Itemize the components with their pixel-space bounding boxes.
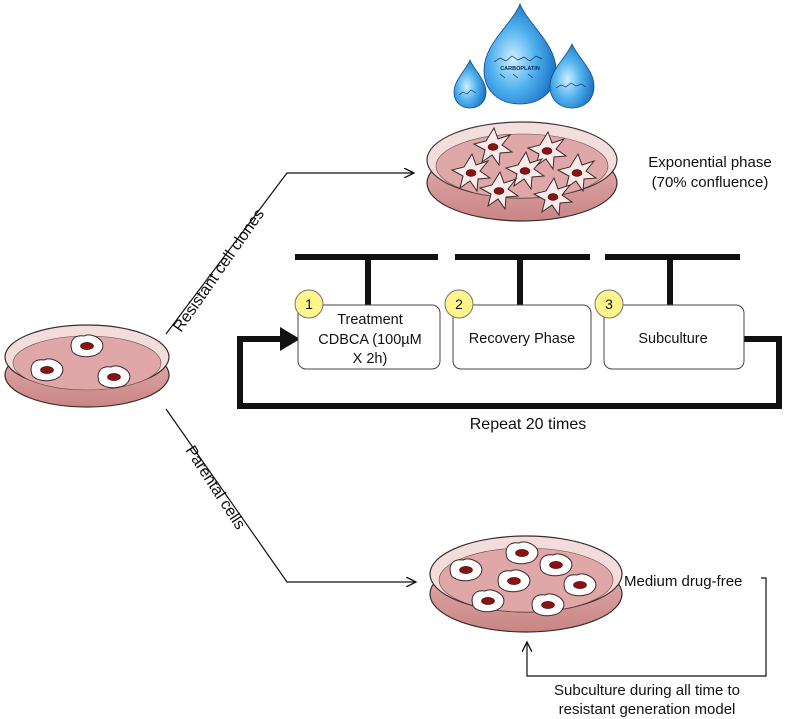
subculture-note-2: resistant generation model: [559, 701, 736, 718]
step-1-number: 1: [305, 296, 313, 312]
repeat-label: Repeat 20 times: [470, 416, 587, 433]
step-2-label: Recovery Phase: [469, 331, 575, 347]
step-3-badge: [594, 289, 624, 319]
step-1-line-2: CDBCA (100µM: [318, 332, 421, 348]
step-1: Treatment CDBCA (100µM X 2h) 1: [294, 289, 441, 370]
left-petri-dish: [4, 324, 170, 408]
resistant-clones-label: Resistant cell clones: [170, 206, 268, 335]
cell: [531, 593, 565, 617]
cell: [563, 573, 597, 597]
cell: [70, 334, 104, 358]
top-petri-dish: [426, 121, 618, 222]
branch-arrow-bottom: [165, 408, 416, 582]
cell: [539, 553, 573, 577]
repeat-cycle-loop: [237, 327, 782, 409]
cell: [449, 558, 483, 582]
step-2-number: 2: [455, 296, 463, 312]
step-3: Subculture 3: [594, 289, 745, 370]
cell: [505, 541, 539, 565]
step-3-number: 3: [605, 296, 613, 312]
step-1-badge: [294, 289, 324, 319]
step-3-label: Subculture: [638, 331, 707, 347]
carboplatin-drops: CARBOPLATIN: [453, 2, 595, 109]
top-dish-caption-1: Exponential phase: [648, 154, 771, 171]
bottom-dish-caption: Medium drug-free: [624, 573, 742, 590]
cell: [471, 589, 505, 613]
drop-center-icon: CARBOPLATIN: [483, 2, 557, 105]
step-2-badge: [444, 289, 474, 319]
step-1-line-3: X 2h): [353, 351, 388, 367]
branch-arrow-top: [165, 173, 414, 335]
step-1-line-1: Treatment: [337, 312, 403, 328]
subculture-note-1: Subculture during all time to: [554, 682, 740, 699]
step-connectors: [295, 254, 740, 305]
drop-left-icon: [453, 58, 487, 109]
top-dish-caption-2: (70% confluence): [652, 174, 769, 191]
drop-right-icon: [549, 42, 595, 109]
drop-label: CARBOPLATIN: [500, 66, 540, 72]
cell: [30, 358, 64, 382]
cell: [97, 365, 131, 389]
parental-cells-label: Parental cells: [182, 443, 249, 533]
bottom-petri-dish: [429, 535, 623, 633]
step-2: Recovery Phase 2: [444, 289, 592, 370]
cell: [497, 569, 531, 593]
subculture-loop: [527, 577, 767, 677]
